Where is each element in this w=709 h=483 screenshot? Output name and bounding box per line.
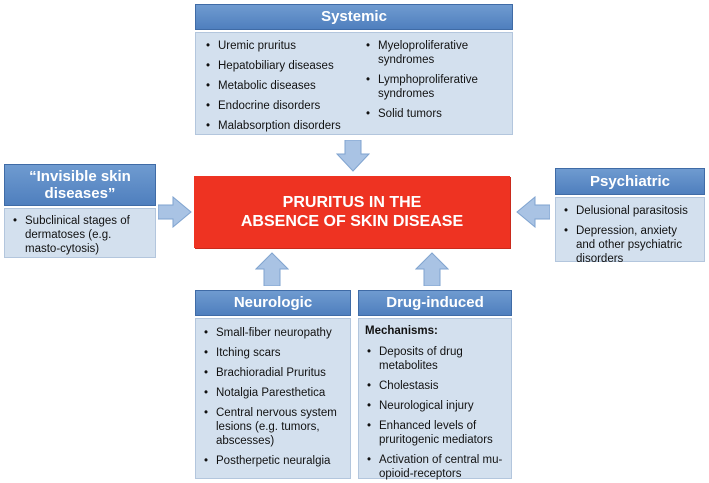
- list-item: Itching scars: [202, 346, 344, 360]
- drug-list: Deposits of drug metabolites Cholestasis…: [365, 345, 505, 481]
- list-item: Endocrine disorders: [204, 99, 364, 113]
- arrow-left-icon: [516, 196, 550, 228]
- list-item: Enhanced levels of pruritogenic mediator…: [365, 419, 505, 447]
- central-concept-box: PRURITUS IN THE ABSENCE OF SKIN DISEASE: [194, 176, 510, 248]
- list-item: Neurological injury: [365, 399, 505, 413]
- neurologic-list: Small-fiber neuropathy Itching scars Bra…: [202, 326, 344, 468]
- list-item: Central nervous system lesions (e.g. tum…: [202, 406, 344, 448]
- systemic-header: Systemic: [195, 4, 513, 30]
- list-item: Myeloproliferative syndromes: [364, 39, 504, 67]
- drug-title: Drug-induced: [386, 294, 484, 312]
- invisible-body: Subclinical stages of dermatoses (e.g. m…: [4, 208, 156, 258]
- list-item: Uremic pruritus: [204, 39, 364, 53]
- systemic-right-list: Myeloproliferative syndromes Lymphoproli…: [364, 39, 504, 127]
- list-item: Activation of central mu-opioid-receptor…: [365, 453, 505, 481]
- list-item: Cholestasis: [365, 379, 505, 393]
- psychiatric-title: Psychiatric: [589, 172, 671, 190]
- mechanisms-label: Mechanisms:: [365, 325, 438, 337]
- systemic-title: Systemic: [321, 8, 387, 26]
- list-item: Solid tumors: [364, 107, 504, 121]
- systemic-left-list: Uremic pruritus Hepatobiliary diseases M…: [204, 39, 364, 139]
- arrow-up-icon: [415, 252, 449, 286]
- invisible-header: “Invisible skin diseases”: [4, 164, 156, 206]
- arrow-down-icon: [336, 140, 370, 172]
- list-item: Depression, anxiety and other psychiatri…: [562, 224, 698, 266]
- invisible-title: “Invisible skin diseases”: [29, 167, 131, 202]
- list-item: Lymphoproliferative syndromes: [364, 73, 504, 101]
- list-item: Small-fiber neuropathy: [202, 326, 344, 340]
- central-title-line-1: PRURITUS IN THE: [282, 194, 422, 211]
- list-item: Subclinical stages of dermatoses (e.g. m…: [11, 214, 149, 256]
- list-item: Notalgia Paresthetica: [202, 386, 344, 400]
- psychiatric-header: Psychiatric: [555, 168, 705, 195]
- list-item: Deposits of drug metabolites: [365, 345, 505, 373]
- arrow-right-icon: [158, 196, 192, 228]
- invisible-list: Subclinical stages of dermatoses (e.g. m…: [11, 214, 149, 256]
- drug-header: Drug-induced: [358, 290, 512, 316]
- systemic-body: Uremic pruritus Hepatobiliary diseases M…: [195, 32, 513, 135]
- neurologic-title: Neurologic: [233, 294, 313, 312]
- list-item: Malabsorption disorders: [204, 119, 364, 133]
- arrow-up-icon: [255, 252, 289, 286]
- neurologic-body: Small-fiber neuropathy Itching scars Bra…: [195, 318, 351, 479]
- central-title-line-2: ABSENCE OF SKIN DISEASE: [240, 213, 464, 230]
- list-item: Metabolic diseases: [204, 79, 364, 93]
- list-item: Brachioradial Pruritus: [202, 366, 344, 380]
- psychiatric-body: Delusional parasitosis Depression, anxie…: [555, 197, 705, 265]
- neurologic-header: Neurologic: [195, 290, 351, 316]
- list-item: Hepatobiliary diseases: [204, 59, 364, 73]
- list-item: Postherpetic neuralgia: [202, 454, 344, 468]
- list-item: Delusional parasitosis: [562, 204, 698, 218]
- psychiatric-list: Delusional parasitosis Depression, anxie…: [562, 204, 698, 266]
- drug-body: Mechanisms: Deposits of drug metabolites…: [358, 318, 512, 481]
